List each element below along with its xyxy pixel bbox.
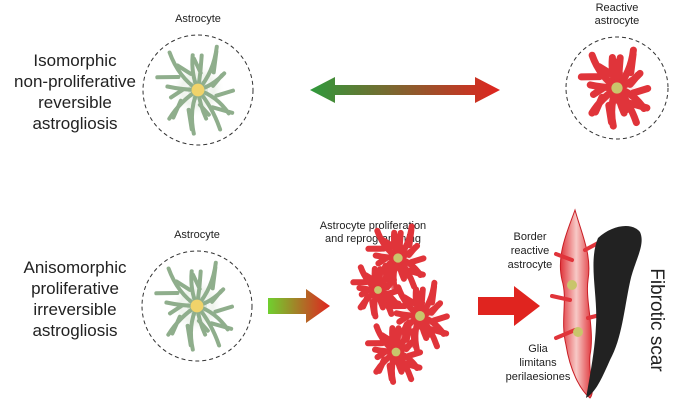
row2-left-label: Anisomorphic proliferative irreversible … bbox=[24, 258, 127, 340]
cluster-astrocyte-4-nucleus bbox=[374, 286, 382, 294]
single-arrow-green-red bbox=[268, 289, 330, 323]
row1-label-line3: reversible bbox=[38, 93, 112, 112]
border-process-1 bbox=[550, 240, 606, 340]
single-arrow-red bbox=[478, 286, 540, 326]
row1-reactive-label-line1: Reactive bbox=[596, 2, 639, 14]
glia-label-line1: Glia bbox=[528, 343, 548, 355]
row2-label-line1: Anisomorphic bbox=[24, 258, 127, 277]
fibrotic-scar-label: Fibrotic scar bbox=[646, 268, 667, 372]
row2-astrocyte-label: Astrocyte bbox=[174, 229, 220, 241]
row2-label-line2: proliferative bbox=[31, 279, 119, 298]
reactive-astrocyte-circle-top bbox=[565, 36, 669, 140]
row1-label-line4: astrogliosis bbox=[32, 114, 117, 133]
row1-left-label: Isomorphic non-proliferative reversible … bbox=[14, 51, 136, 133]
healthy-astrocyte-circle-top bbox=[142, 34, 254, 146]
border-astrocyte-band bbox=[559, 208, 593, 399]
border-label-line3: astrocyte bbox=[508, 259, 553, 271]
astrocyte bbox=[154, 260, 234, 352]
proliferating-astrocyte-cluster bbox=[350, 223, 450, 385]
astrocyte-nucleus bbox=[190, 299, 204, 313]
row2-label-line3: irreversible bbox=[33, 300, 116, 319]
cluster-astrocyte-4 bbox=[350, 260, 403, 320]
glia-label-line3: perilaesiones bbox=[506, 371, 571, 383]
cluster-astrocyte-3-nucleus bbox=[391, 347, 401, 357]
reactive-astrocyte bbox=[577, 46, 652, 130]
row1-label-line1: Isomorphic bbox=[33, 51, 117, 70]
row1-astrocyte-label: Astrocyte bbox=[175, 13, 221, 25]
glia-label-line2: limitans bbox=[519, 357, 557, 369]
reactive-astrocyte-nucleus bbox=[611, 82, 623, 94]
border-label-line2: reactive bbox=[511, 245, 550, 257]
cluster-astrocyte-1-nucleus bbox=[393, 253, 403, 263]
border-nucleus-1 bbox=[567, 280, 577, 290]
border-nucleus-2 bbox=[573, 327, 583, 337]
row1-reactive-label-line2: astrocyte bbox=[595, 15, 640, 27]
cluster-astrocyte-3 bbox=[365, 319, 424, 385]
cluster-astrocyte-2-nucleus bbox=[415, 311, 425, 321]
row1-label-line2: non-proliferative bbox=[14, 72, 136, 91]
fibrotic-scar-shape bbox=[586, 226, 642, 398]
astrocyte-nucleus bbox=[191, 83, 205, 97]
border-reactive-astrocytes bbox=[550, 208, 606, 399]
astrocyte bbox=[155, 44, 235, 136]
proliferation-label-line1: Astrocyte proliferation bbox=[320, 220, 426, 232]
double-arrow-top bbox=[310, 77, 500, 103]
healthy-astrocyte-circle-bottom bbox=[141, 250, 253, 362]
cluster-astrocyte-2 bbox=[385, 279, 450, 353]
row2-label-line4: astrogliosis bbox=[32, 321, 117, 340]
border-label-line1: Border bbox=[513, 231, 546, 243]
